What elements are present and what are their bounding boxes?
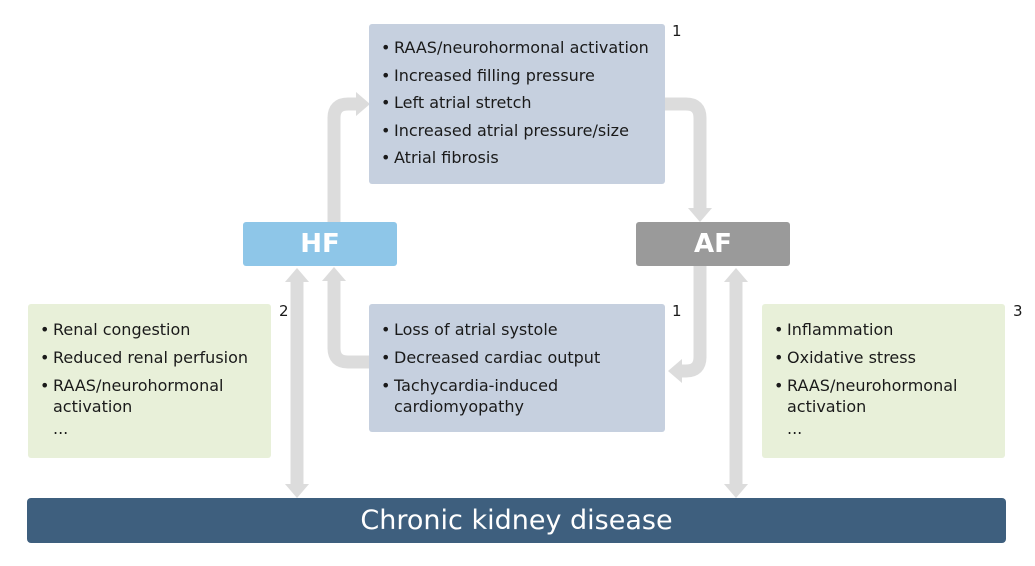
hf-ckd-factors-list: Renal congestion Reduced renal perfusion… [40, 320, 271, 417]
list-item: Inflammation [774, 320, 1005, 340]
arrow-af-to-consequences [679, 266, 707, 378]
mechanisms-hf-to-af-list: RAAS/neurohormonal activation Increased … [381, 38, 665, 168]
mechanisms-hf-to-af-box: RAAS/neurohormonal activation Increased … [369, 24, 665, 184]
af-ckd-factors-box: Inflammation Oxidative stress RAAS/neuro… [762, 304, 1005, 458]
arrow-hf-to-mechanisms [327, 97, 356, 222]
hf-ckd-factors-box: Renal congestion Reduced renal perfusion… [28, 304, 271, 458]
arrowhead-af-ckd-down [724, 484, 748, 498]
af-node: AF [636, 222, 790, 266]
arrowhead-af-to-consequences [668, 359, 682, 383]
arrow-mechanisms-to-af [665, 97, 707, 210]
list-item: Left atrial stretch [381, 93, 665, 113]
list-item: Renal congestion [40, 320, 271, 340]
arrowhead-af-ckd-up [724, 268, 748, 282]
mechanisms-af-to-hf-box: Loss of atrial systole Decreased cardiac… [369, 304, 665, 432]
more-ellipsis: ... [53, 418, 69, 438]
list-item: RAAS/neurohormonal activation [774, 375, 987, 417]
list-item: RAAS/neurohormonal activation [381, 38, 665, 58]
list-item: Atrial fibrosis [381, 148, 665, 168]
arrowhead-hf-to-mechanisms [356, 92, 370, 116]
list-item: Loss of atrial systole [381, 320, 665, 340]
reference-number: 1 [672, 302, 682, 320]
arrowhead-mechanisms-to-af [688, 208, 712, 222]
reference-number: 1 [672, 22, 682, 40]
list-item: Reduced renal perfusion [40, 348, 271, 368]
list-item: Increased atrial pressure/size [381, 121, 665, 141]
ckd-node: Chronic kidney disease [27, 498, 1006, 543]
af-ckd-factors-list: Inflammation Oxidative stress RAAS/neuro… [774, 320, 1005, 417]
list-item: Decreased cardiac output [381, 348, 665, 368]
hf-node: HF [243, 222, 397, 266]
reference-number: 2 [279, 302, 289, 320]
arrowhead-consequences-to-hf [322, 267, 346, 281]
list-item: Tachycardia-induced cardiomyopathy [381, 375, 574, 417]
mechanisms-af-to-hf-list: Loss of atrial systole Decreased cardiac… [381, 320, 665, 417]
list-item: RAAS/neurohormonal activation [40, 375, 253, 417]
list-item: Oxidative stress [774, 348, 1005, 368]
more-ellipsis: ... [787, 418, 803, 438]
arrowhead-hf-ckd-up [285, 268, 309, 282]
reference-number: 3 [1013, 302, 1023, 320]
arrowhead-hf-ckd-down [285, 484, 309, 498]
list-item: Increased filling pressure [381, 66, 665, 86]
arrow-consequences-to-hf [327, 278, 369, 369]
